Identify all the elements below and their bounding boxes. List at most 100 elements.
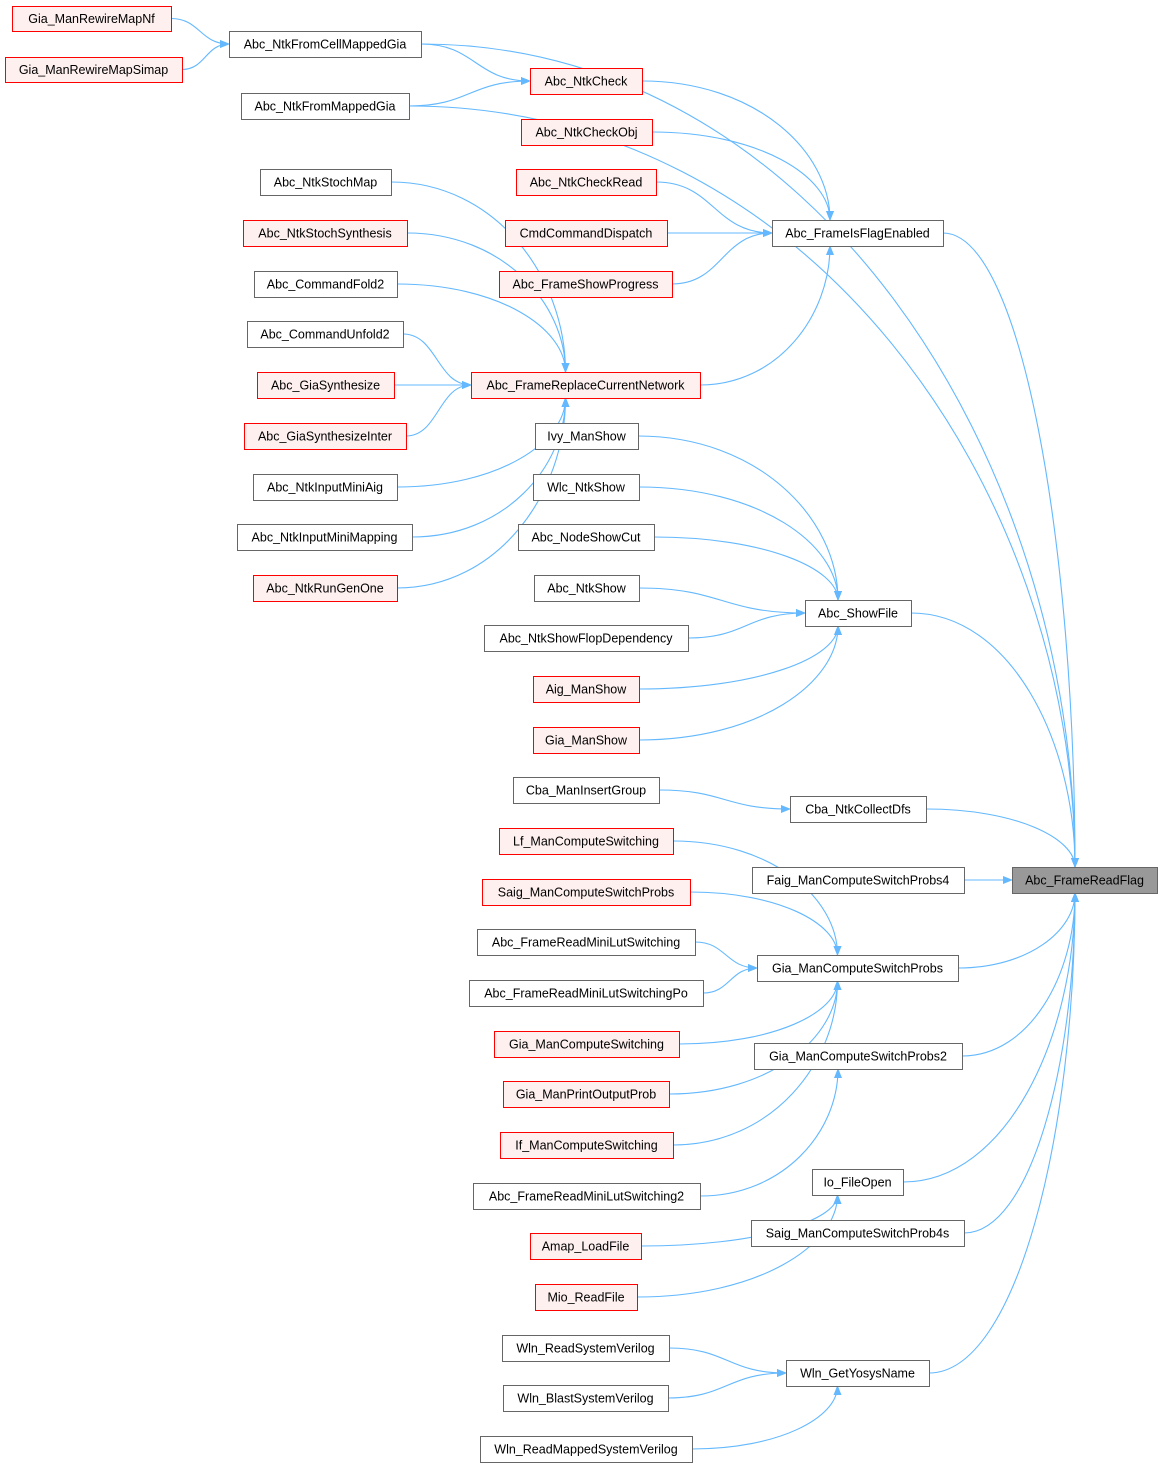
node-Gia_ManComputeSwitching[interactable]: Gia_ManComputeSwitching <box>494 1031 680 1058</box>
node-box[interactable] <box>500 1132 674 1159</box>
node-box[interactable] <box>516 169 657 196</box>
node-Abc_NtkStochSynthesis[interactable]: Abc_NtkStochSynthesis <box>243 220 408 247</box>
node-Amap_LoadFile[interactable]: Amap_LoadFile <box>530 1233 642 1260</box>
node-box[interactable] <box>790 796 927 823</box>
node-box[interactable] <box>5 57 183 83</box>
node-box[interactable] <box>253 474 398 501</box>
node-Gia_ManRewireMapNf[interactable]: Gia_ManRewireMapNf <box>12 6 172 32</box>
node-Abc_NtkInputMiniAig[interactable]: Abc_NtkInputMiniAig <box>253 474 398 501</box>
node-Abc_FrameReadMiniLutSwitching[interactable]: Abc_FrameReadMiniLutSwitching <box>477 929 696 956</box>
node-Faig_ManComputeSwitchProbs4[interactable]: Faig_ManComputeSwitchProbs4 <box>752 867 965 894</box>
node-Abc_NodeShowCut[interactable]: Abc_NodeShowCut <box>518 524 655 551</box>
node-box[interactable] <box>477 929 696 956</box>
node-Abc_FrameIsFlagEnabled[interactable]: Abc_FrameIsFlagEnabled <box>772 220 944 247</box>
node-Lf_ManComputeSwitching[interactable]: Lf_ManComputeSwitching <box>499 828 674 855</box>
node-Abc_NtkShowFlopDependency[interactable]: Abc_NtkShowFlopDependency <box>484 625 689 652</box>
node-Wln_ReadSystemVerilog[interactable]: Wln_ReadSystemVerilog <box>502 1335 670 1362</box>
node-box[interactable] <box>503 1385 669 1412</box>
node-Abc_FrameReadMiniLutSwitching2[interactable]: Abc_FrameReadMiniLutSwitching2 <box>473 1183 701 1210</box>
node-box[interactable] <box>1012 867 1158 894</box>
node-Abc_NtkFromCellMappedGia[interactable]: Abc_NtkFromCellMappedGia <box>229 31 422 58</box>
node-box[interactable] <box>469 980 704 1007</box>
node-Abc_NtkCheckRead[interactable]: Abc_NtkCheckRead <box>516 169 657 196</box>
node-box[interactable] <box>752 867 965 894</box>
node-box[interactable] <box>473 1183 701 1210</box>
node-box[interactable] <box>12 6 172 32</box>
node-Cba_ManInsertGroup[interactable]: Cba_ManInsertGroup <box>513 777 660 804</box>
node-box[interactable] <box>502 1335 670 1362</box>
node-Abc_FrameReadMiniLutSwitchingPo[interactable]: Abc_FrameReadMiniLutSwitchingPo <box>469 980 704 1007</box>
node-box[interactable] <box>499 271 673 298</box>
node-Mio_ReadFile[interactable]: Mio_ReadFile <box>535 1284 638 1311</box>
node-Abc_NtkRunGenOne[interactable]: Abc_NtkRunGenOne <box>253 575 398 602</box>
node-Abc_NtkFromMappedGia[interactable]: Abc_NtkFromMappedGia <box>241 93 410 120</box>
node-Gia_ManPrintOutputProb[interactable]: Gia_ManPrintOutputProb <box>503 1081 670 1108</box>
node-box[interactable] <box>499 828 674 855</box>
node-box[interactable] <box>533 676 640 703</box>
node-box[interactable] <box>253 575 398 602</box>
node-box[interactable] <box>534 575 640 602</box>
node-box[interactable] <box>535 423 639 450</box>
node-Abc_FrameShowProgress[interactable]: Abc_FrameShowProgress <box>499 271 673 298</box>
node-box[interactable] <box>241 93 410 120</box>
node-box[interactable] <box>503 1081 670 1108</box>
node-Abc_NtkShow[interactable]: Abc_NtkShow <box>534 575 640 602</box>
node-box[interactable] <box>772 220 944 247</box>
node-box[interactable] <box>751 1220 965 1247</box>
node-box[interactable] <box>247 321 404 348</box>
node-box[interactable] <box>513 777 660 804</box>
node-box[interactable] <box>535 1284 638 1311</box>
node-Abc_GiaSynthesizeInter[interactable]: Abc_GiaSynthesizeInter <box>244 423 407 450</box>
node-box[interactable] <box>484 625 689 652</box>
node-Abc_GiaSynthesize[interactable]: Abc_GiaSynthesize <box>257 372 395 399</box>
node-Abc_ShowFile[interactable]: Abc_ShowFile <box>805 600 912 627</box>
node-Aig_ManShow[interactable]: Aig_ManShow <box>533 676 640 703</box>
node-Abc_NtkCheck[interactable]: Abc_NtkCheck <box>530 68 643 95</box>
node-box[interactable] <box>243 220 408 247</box>
node-box[interactable] <box>244 423 407 450</box>
node-Gia_ManComputeSwitchProbs[interactable]: Gia_ManComputeSwitchProbs <box>757 955 959 982</box>
node-Saig_ManComputeSwitchProb4s[interactable]: Saig_ManComputeSwitchProb4s <box>751 1220 965 1247</box>
node-box[interactable] <box>505 220 668 247</box>
node-box[interactable] <box>805 600 912 627</box>
node-Wln_GetYosysName[interactable]: Wln_GetYosysName <box>786 1360 930 1387</box>
node-box[interactable] <box>260 169 392 196</box>
node-box[interactable] <box>754 1043 963 1070</box>
node-Wlc_NtkShow[interactable]: Wlc_NtkShow <box>533 474 640 501</box>
node-Abc_CommandFold2[interactable]: Abc_CommandFold2 <box>254 271 398 298</box>
node-Abc_FrameReadFlag[interactable]: Abc_FrameReadFlag <box>1012 867 1158 894</box>
node-box[interactable] <box>494 1031 680 1058</box>
node-box[interactable] <box>257 372 395 399</box>
node-box[interactable] <box>533 727 640 754</box>
node-box[interactable] <box>757 955 959 982</box>
node-Abc_NtkInputMiniMapping[interactable]: Abc_NtkInputMiniMapping <box>237 524 413 551</box>
node-box[interactable] <box>237 524 413 551</box>
node-Cba_NtkCollectDfs[interactable]: Cba_NtkCollectDfs <box>790 796 927 823</box>
node-Abc_NtkStochMap[interactable]: Abc_NtkStochMap <box>260 169 392 196</box>
node-box[interactable] <box>530 68 643 95</box>
node-box[interactable] <box>254 271 398 298</box>
node-box[interactable] <box>482 879 691 906</box>
node-box[interactable] <box>229 31 422 58</box>
node-If_ManComputeSwitching[interactable]: If_ManComputeSwitching <box>500 1132 674 1159</box>
node-Abc_NtkCheckObj[interactable]: Abc_NtkCheckObj <box>521 119 653 146</box>
node-box[interactable] <box>533 474 640 501</box>
node-Wln_BlastSystemVerilog[interactable]: Wln_BlastSystemVerilog <box>503 1385 669 1412</box>
node-Gia_ManShow[interactable]: Gia_ManShow <box>533 727 640 754</box>
node-box[interactable] <box>786 1360 930 1387</box>
node-Abc_FrameReplaceCurrentNetwork[interactable]: Abc_FrameReplaceCurrentNetwork <box>471 372 701 399</box>
node-box[interactable] <box>518 524 655 551</box>
node-Saig_ManComputeSwitchProbs[interactable]: Saig_ManComputeSwitchProbs <box>482 879 691 906</box>
node-Gia_ManComputeSwitchProbs2[interactable]: Gia_ManComputeSwitchProbs2 <box>754 1043 963 1070</box>
node-box[interactable] <box>471 372 701 399</box>
node-Gia_ManRewireMapSimap[interactable]: Gia_ManRewireMapSimap <box>5 57 183 83</box>
node-CmdCommandDispatch[interactable]: CmdCommandDispatch <box>505 220 668 247</box>
node-Wln_ReadMappedSystemVerilog[interactable]: Wln_ReadMappedSystemVerilog <box>480 1436 693 1463</box>
node-box[interactable] <box>812 1169 904 1196</box>
node-Ivy_ManShow[interactable]: Ivy_ManShow <box>535 423 639 450</box>
node-box[interactable] <box>521 119 653 146</box>
node-Io_FileOpen[interactable]: Io_FileOpen <box>812 1169 904 1196</box>
node-box[interactable] <box>480 1436 693 1463</box>
node-Abc_CommandUnfold2[interactable]: Abc_CommandUnfold2 <box>247 321 404 348</box>
node-box[interactable] <box>530 1233 642 1260</box>
